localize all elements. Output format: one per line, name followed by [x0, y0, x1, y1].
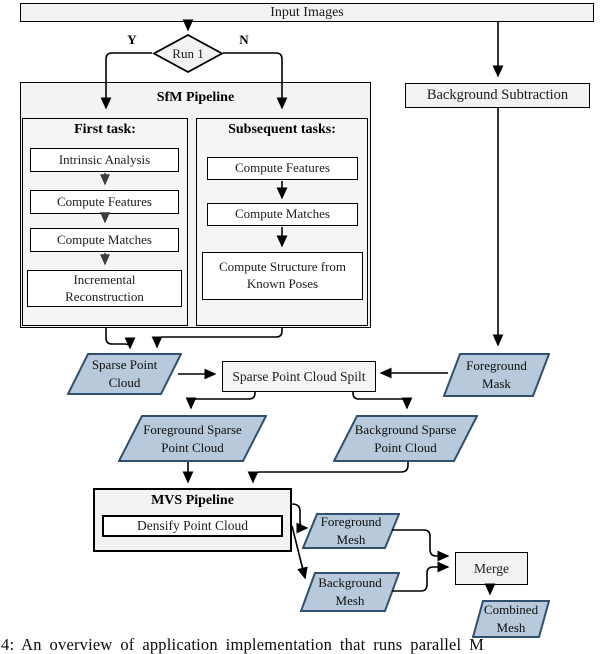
densify-point-cloud-node: Densify Point Cloud: [102, 515, 283, 537]
parallelogram-shape-icon: [118, 415, 267, 462]
parallelogram-shape-icon: [443, 353, 550, 397]
merge-node: Merge: [455, 552, 528, 585]
foreground-mask-node: Foreground Mask: [443, 353, 550, 397]
parallelogram-shape-icon: [302, 513, 400, 549]
parallelogram-shape-icon: [67, 353, 182, 395]
subsequent-tasks-title: Subsequent tasks:: [228, 122, 336, 137]
background-mesh-node: Background Mesh: [300, 572, 400, 612]
figure-caption: 4: An overview of application implementa…: [1, 635, 485, 654]
background-sparse-label: Background Sparse Point Cloud: [354, 421, 457, 455]
step-intrinsic-analysis: Intrinsic Analysis: [30, 148, 179, 172]
background-sparse-node: Background Sparse Point Cloud: [333, 415, 478, 462]
input-images-node: Input Images: [20, 3, 594, 22]
foreground-sparse-label: Foreground Sparse Point Cloud: [143, 421, 242, 455]
step-compute-matches-2: Compute Matches: [207, 203, 358, 226]
sparse-point-cloud-node: Sparse Point Cloud: [67, 353, 182, 395]
sparse-split-node: Sparse Point Cloud Spilt: [222, 361, 376, 392]
sparse-split-label: Sparse Point Cloud Spilt: [232, 368, 366, 384]
foreground-mesh-node: Foreground Mesh: [302, 513, 400, 549]
foreground-mask-label: Foreground Mask: [466, 358, 527, 391]
step-compute-structure: Compute Structure from Known Poses: [202, 252, 363, 300]
parallelogram-shape-icon: [333, 415, 478, 462]
sfm-pipeline-title: SfM Pipeline: [156, 90, 235, 105]
foreground-mesh-label: Foreground Mesh: [320, 514, 382, 547]
branch-yes-label: Y: [127, 32, 137, 47]
diamond-shape-icon: [152, 34, 224, 73]
background-subtraction-node: Background Subtraction: [405, 83, 590, 108]
run1-decision-node: Run 1: [152, 34, 224, 73]
sparse-point-cloud-label: Sparse Point Cloud: [91, 357, 158, 390]
first-task-title: First task:: [74, 122, 136, 137]
branch-no-label: N: [239, 32, 249, 47]
step-compute-matches-1: Compute Matches: [30, 228, 179, 252]
mvs-pipeline-title: MVS Pipeline: [151, 493, 234, 508]
parallelogram-shape-icon: [472, 600, 550, 638]
merge-label: Merge: [474, 560, 509, 576]
step-incremental-reconstruction: Incremental Reconstruction: [27, 270, 182, 307]
background-mesh-label: Background Mesh: [318, 575, 382, 608]
background-subtraction-label: Background Subtraction: [426, 87, 569, 103]
foreground-sparse-node: Foreground Sparse Point Cloud: [118, 415, 267, 462]
step-compute-features-1: Compute Features: [30, 190, 179, 214]
combined-mesh-label: Combined Mesh: [483, 602, 539, 635]
step-compute-features-2: Compute Features: [207, 157, 358, 180]
parallelogram-shape-icon: [300, 572, 400, 612]
input-images-label: Input Images: [270, 4, 344, 20]
combined-mesh-node: Combined Mesh: [472, 600, 550, 638]
run1-label: Run 1: [172, 45, 204, 61]
